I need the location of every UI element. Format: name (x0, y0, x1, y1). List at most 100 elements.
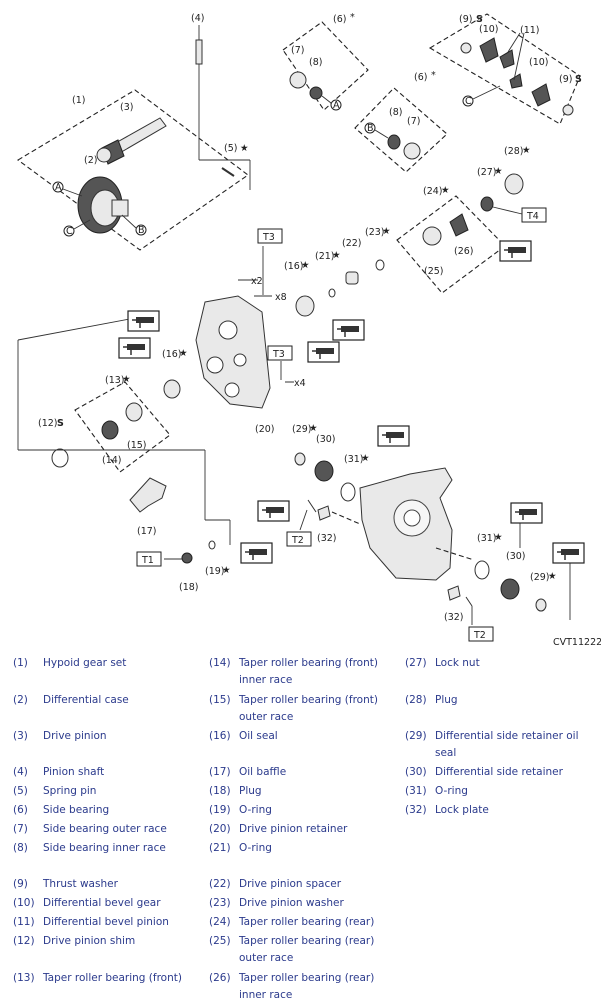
legend-number: (18) (209, 785, 231, 797)
torque-label-t3-upper: T3 (257, 228, 283, 244)
callout-19: (19) (205, 566, 225, 577)
torque-label-t2-upper: T2 (286, 531, 312, 547)
legend-number: (23) (209, 897, 231, 909)
qty-x4: x4 (294, 378, 306, 389)
legend-number: (24) (209, 916, 231, 928)
lock-plate-upper-part (317, 505, 331, 521)
legend-number: (14) (209, 657, 231, 669)
callout-31-lower: (31) (477, 533, 497, 544)
differential-case-part (77, 176, 129, 234)
differential-side-retainer-oil-seal-lower-part (535, 598, 547, 612)
star: ★ (309, 423, 318, 434)
reuse-prohibited-icon: S (575, 74, 582, 85)
drive-pinion-retainer-part (195, 295, 271, 409)
legend-text: Side bearing outer race (43, 823, 167, 835)
legend-text: Taper roller bearing (rear) (239, 916, 375, 928)
legend-number: (1) (13, 657, 28, 669)
taper-roller-bearing-front-outer-race-part (125, 402, 143, 422)
drive-pinion-washer-part (375, 259, 385, 271)
callout-7-upper: (7) (291, 45, 304, 56)
star: ★ (179, 348, 188, 359)
legend-text: Differential side retainer (435, 766, 563, 778)
legend-number: (3) (13, 730, 28, 742)
svg-text:A: A (55, 182, 62, 193)
callout-28: (28) (504, 146, 524, 157)
drive-pinion-shim-part (51, 448, 69, 468)
legend-number: (30) (405, 766, 427, 778)
grease-gun-icon (552, 542, 585, 564)
callout-29-upper: (29) (292, 424, 312, 435)
callout-25: (25) (424, 266, 444, 277)
svg-text:T4: T4 (526, 211, 539, 222)
reuse-prohibited-icon: S (57, 418, 64, 429)
torque-label-t1: T1 (136, 551, 162, 567)
callout-2: (2) (84, 155, 97, 166)
legend-text: Drive pinion washer (239, 897, 344, 909)
star: ★ (301, 260, 310, 271)
callout-17: (17) (137, 526, 157, 537)
svg-text:B: B (367, 123, 374, 134)
legend-text: O-ring (239, 842, 272, 854)
differential-side-retainer-oil-seal-upper-part (294, 452, 306, 466)
callout-24: (24) (423, 186, 443, 197)
legend-text: Differential bevel pinion (43, 916, 169, 928)
svg-text:T3: T3 (272, 349, 285, 360)
plug-18-part (181, 552, 193, 564)
svg-text:C: C (66, 226, 73, 237)
callout-9-lower: (9) (559, 74, 572, 85)
legend-text: Plug (239, 785, 262, 797)
star: ★ (382, 226, 391, 237)
star: ★ (441, 185, 450, 196)
side-bearing-box-lower (354, 87, 448, 173)
star: ★ (332, 250, 341, 261)
legend-text: Oil baffle (239, 766, 287, 778)
legend-number: (11) (13, 916, 35, 928)
legend-number: (17) (209, 766, 231, 778)
o-ring-19-part (208, 540, 216, 550)
legend-number: (15) (209, 694, 231, 706)
front-bearing-box (74, 381, 171, 473)
legend-text: Differential case (43, 694, 129, 706)
legend-text: Drive pinion retainer (239, 823, 348, 835)
callout-8-lower: (8) (389, 107, 402, 118)
legend-text: Lock nut (435, 657, 480, 669)
legend-text: Hypoid gear set (43, 657, 127, 669)
legend-number: (10) (13, 897, 35, 909)
star: ★ (494, 166, 503, 177)
callout-13: (13) (105, 375, 125, 386)
legend-text: Differential side retainer oil seal (435, 730, 579, 759)
hypoid-gear-set-box (17, 89, 249, 251)
grease-gun-icon (307, 341, 340, 363)
svg-text:C: C (465, 96, 472, 107)
legend-number: (19) (209, 804, 231, 816)
ref-a-1: A (52, 181, 64, 193)
asterisk: * (350, 12, 355, 23)
ref-b-1: B (135, 224, 147, 236)
legend-text: O-ring (239, 804, 272, 816)
callout-9-upper: (9) (459, 14, 472, 25)
star: ★ (494, 532, 503, 543)
legend-number: (27) (405, 657, 427, 669)
side-bearing-outer-race-part (289, 71, 307, 89)
callout-10-lower: (10) (529, 57, 549, 68)
callout-31-upper: (31) (344, 454, 364, 465)
differential-side-retainer-lower-part (500, 578, 520, 600)
legend-number: (21) (209, 842, 231, 854)
legend-text: Drive pinion (43, 730, 107, 742)
callout-30-lower: (30) (506, 551, 526, 562)
grease-gun-icon (510, 502, 543, 524)
ref-c-1: C (63, 225, 75, 237)
grease-gun-icon (127, 310, 160, 332)
star: ★ (361, 453, 370, 464)
legend-number: (22) (209, 878, 231, 890)
grease-gun-icon (240, 542, 273, 564)
legend-text: Drive pinion shim (43, 935, 136, 947)
grease-gun-icon (499, 240, 532, 262)
callout-6-upper: (6) (333, 14, 346, 25)
torque-label-t3-lower: T3 (267, 345, 293, 361)
side-bearing-box-upper (282, 21, 369, 111)
grease-gun-icon (332, 319, 365, 341)
star: ★ (122, 374, 131, 385)
legend-number: (16) (209, 730, 231, 742)
differential-side-retainer-upper-part (314, 460, 334, 482)
